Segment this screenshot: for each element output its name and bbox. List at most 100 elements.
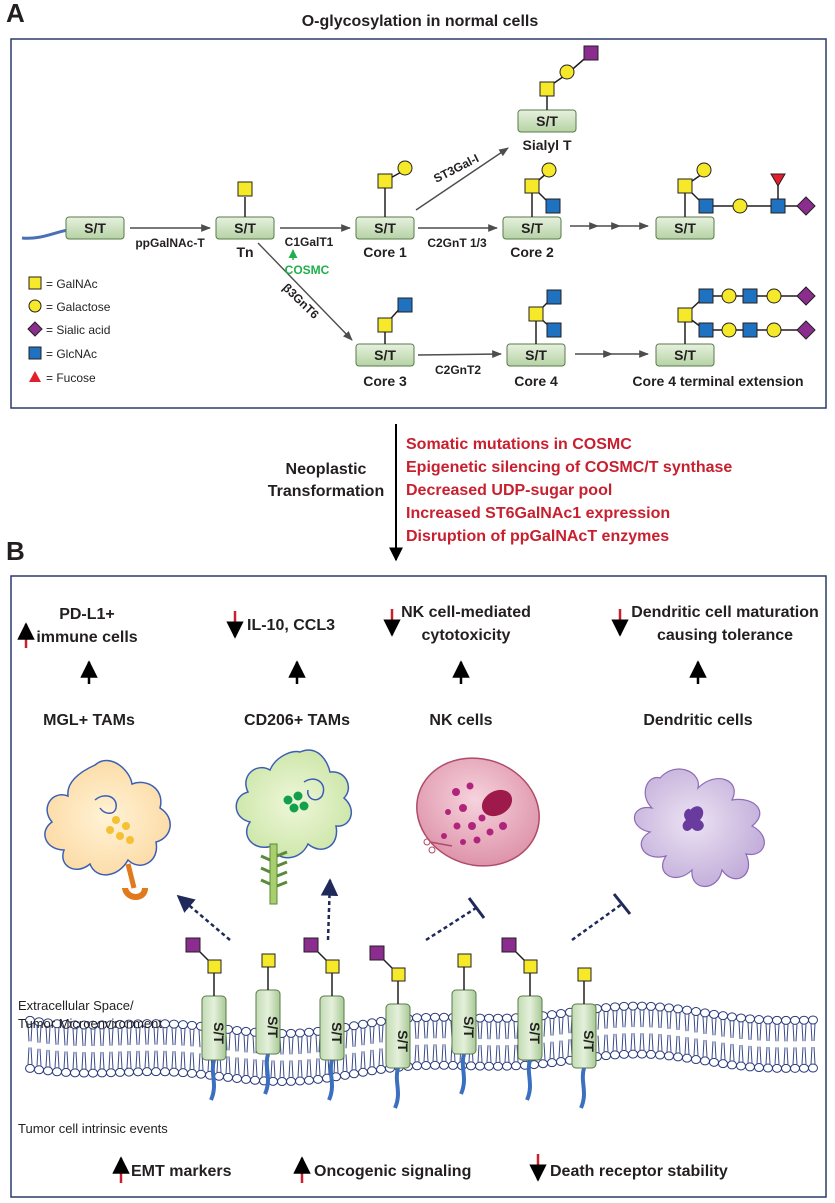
- galactose-icon: [559, 64, 575, 80]
- legend-fucose: = Fucose: [46, 371, 96, 385]
- cd206-tam-cell-icon: [235, 749, 353, 905]
- bottom-effect-2: Oncogenic signaling: [314, 1163, 471, 1180]
- effect-1-line1: PD-L1+: [59, 606, 115, 623]
- label-sialyl-t: Sialyl T: [522, 137, 571, 153]
- svg-text:S/T: S/T: [536, 113, 558, 129]
- enzyme-st3gal: ST3Gal-I: [431, 151, 481, 186]
- intrinsic-effects: EMT markers Oncogenic signaling Death re…: [112, 1154, 728, 1183]
- event-1: Somatic mutations in COSMC: [406, 436, 632, 453]
- st-box-core4: S/T: [506, 343, 566, 367]
- galnac-icon: [524, 178, 540, 194]
- svg-text:S/T: S/T: [395, 1030, 411, 1052]
- event-5: Disruption of ppGalNAcT enzymes: [406, 528, 669, 545]
- galnac-icon: [677, 178, 693, 194]
- galactose-icon: [721, 322, 737, 338]
- enzyme-cosmc: COSMC: [285, 263, 330, 277]
- legend-galactose: = Galactose: [46, 300, 111, 314]
- svg-text:S/T: S/T: [234, 220, 256, 236]
- galnac-icon: [377, 317, 393, 333]
- galnac-icon: [28, 276, 42, 290]
- galnac-icon: [528, 306, 544, 322]
- svg-text:S/T: S/T: [521, 220, 543, 236]
- galactose-icon: [732, 198, 748, 214]
- svg-text:S/T: S/T: [374, 220, 396, 236]
- galactose-icon: [696, 162, 712, 178]
- svg-text:S/T: S/T: [461, 1016, 477, 1038]
- dendritic-cell-icon: [633, 768, 765, 887]
- glycan-residues: [237, 45, 816, 340]
- st-box-sialyl-t: S/T: [517, 109, 577, 133]
- sialic-acid-icon: [796, 320, 816, 340]
- glcnac-icon: [742, 322, 758, 338]
- galactose-icon: [541, 162, 557, 178]
- glcnac-icon: [698, 322, 714, 338]
- effect-2-line1: IL-10, CCL3: [247, 617, 335, 634]
- st-box-core2: S/T: [502, 216, 562, 240]
- galnac-icon: [539, 81, 555, 97]
- svg-text:S/T: S/T: [211, 1022, 227, 1044]
- sialic-acid-icon: [27, 321, 43, 337]
- inhibition-bars: [467, 893, 632, 919]
- glcnac-icon: [545, 198, 561, 214]
- label-core2: Core 2: [510, 244, 554, 260]
- galactose-icon: [766, 288, 782, 304]
- extracellular-label-2: Tumor Microenvironment: [18, 1016, 162, 1031]
- svg-text:S/T: S/T: [265, 1016, 281, 1038]
- svg-text:S/T: S/T: [374, 347, 396, 363]
- galnac-icon: [677, 307, 693, 323]
- galactose-icon: [766, 322, 782, 338]
- st-box-core2-ext: S/T: [655, 216, 715, 240]
- glcnac-icon: [546, 289, 562, 305]
- effect-4-line2: causing tolerance: [657, 627, 793, 644]
- event-3: Decreased UDP-sugar pool: [406, 482, 612, 499]
- sialic-acid-icon: [796, 196, 816, 216]
- transformation-label-1: Neoplastic: [286, 461, 367, 478]
- galactose-icon: [721, 288, 737, 304]
- legend-glcnac: = GlcNAc: [46, 347, 97, 361]
- enzyme-ppgalnact: ppGalNAc-T: [135, 236, 205, 250]
- effect-3-line1: NK cell-mediated: [401, 604, 531, 621]
- panel-b-letter: B: [6, 536, 25, 566]
- extracellular-label-1: Extracellular Space/: [18, 998, 134, 1013]
- label-core4-ext: Core 4 terminal extension: [632, 373, 803, 389]
- legend-sialic: = Sialic acid: [46, 323, 110, 337]
- interaction-lines: [176, 878, 623, 942]
- glcnac-icon: [698, 198, 714, 214]
- nk-cell-icon: [416, 757, 540, 867]
- bottom-effect-3: Death receptor stability: [550, 1163, 728, 1180]
- cell-label-cd206-tams: CD206+ TAMs: [244, 712, 350, 729]
- legend-galnac: = GalNAc: [46, 277, 98, 291]
- transformation-events: Somatic mutations in COSMC Epigenetic si…: [406, 436, 732, 545]
- intrinsic-label: Tumor cell intrinsic events: [18, 1121, 168, 1136]
- event-2: Epigenetic silencing of COSMC/T synthase: [406, 459, 732, 476]
- galnac-icon: [237, 181, 253, 197]
- panel-a-letter: A: [6, 0, 25, 28]
- peptide-chain: [21, 228, 69, 240]
- svg-text:S/T: S/T: [525, 347, 547, 363]
- label-tn: Tn: [236, 244, 253, 260]
- svg-text:S/T: S/T: [84, 220, 106, 236]
- svg-text:S/T: S/T: [527, 1022, 543, 1044]
- cell-label-nk-cells: NK cells: [429, 712, 492, 729]
- enzyme-c2gnt2: C2GnT2: [435, 363, 481, 377]
- effect-1-line2: immune cells: [36, 629, 137, 646]
- st-box-core1: S/T: [355, 216, 415, 240]
- glcnac-icon: [546, 322, 562, 338]
- fucose-icon: [770, 173, 786, 187]
- event-4: Increased ST6GalNAc1 expression: [406, 505, 670, 522]
- glcnac-icon: [397, 297, 413, 313]
- st-box-start: S/T: [65, 216, 125, 240]
- label-core4: Core 4: [514, 373, 558, 389]
- label-core1: Core 1: [363, 244, 407, 260]
- st-box-core3: S/T: [355, 343, 415, 367]
- cell-label-mgl-tams: MGL+ TAMs: [43, 712, 135, 729]
- glycan-links: [244, 53, 806, 344]
- enzyme-c1galt1: C1GalT1: [285, 235, 334, 249]
- glcnac-icon: [698, 288, 714, 304]
- cell-label-dendritic-cells: Dendritic cells: [643, 712, 752, 729]
- effect-4-line1: Dendritic cell maturation: [631, 604, 819, 621]
- svg-text:S/T: S/T: [581, 1030, 597, 1052]
- panel-b-frame: [10, 575, 827, 1198]
- bottom-effect-1: EMT markers: [131, 1163, 232, 1180]
